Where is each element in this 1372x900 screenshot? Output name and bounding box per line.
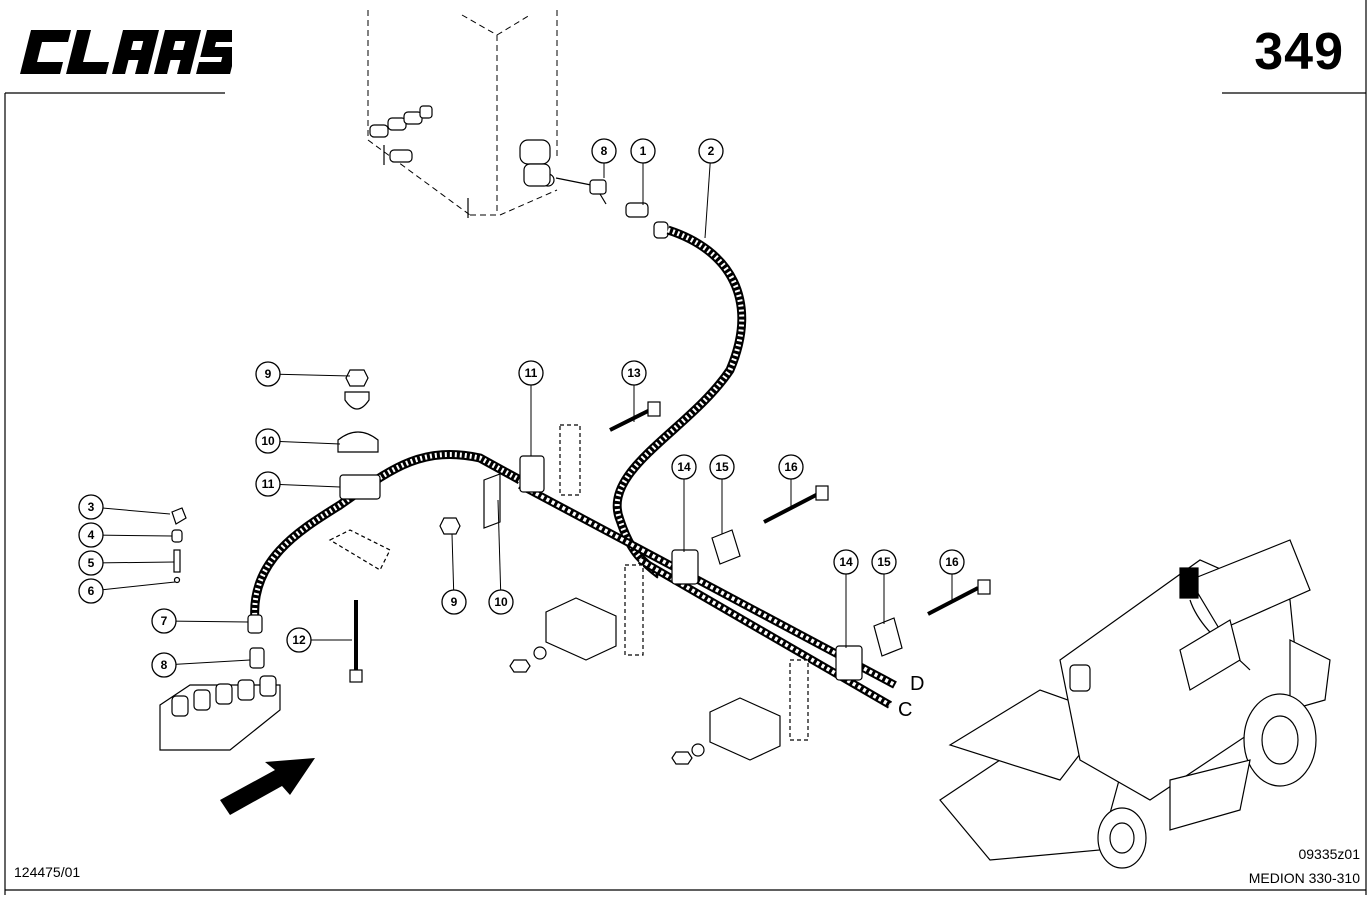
callout-16: 16 xyxy=(778,454,804,506)
combine-harvester-thumbnail xyxy=(939,539,1331,869)
valve-block xyxy=(159,614,281,751)
callout-1: 1 xyxy=(630,138,656,205)
callout-label: 10 xyxy=(494,595,508,609)
callout-circle xyxy=(286,627,312,653)
upper-fittings xyxy=(369,105,555,218)
callout-circle xyxy=(255,361,281,387)
callout-15: 15 xyxy=(871,549,897,624)
line-end-d-label: D xyxy=(910,673,924,695)
callout-label: 16 xyxy=(784,460,798,474)
callout-10: 10 xyxy=(255,428,341,454)
callout-circle xyxy=(939,549,965,575)
callout-circle xyxy=(671,454,697,480)
claas-logo xyxy=(20,30,232,74)
callout-circle xyxy=(441,589,467,615)
callout-11: 11 xyxy=(518,360,544,456)
callout-12: 12 xyxy=(286,627,352,653)
callout-circle xyxy=(871,549,897,575)
callout-11: 11 xyxy=(255,471,341,497)
callout-circle xyxy=(778,454,804,480)
callout-label: 13 xyxy=(627,366,641,380)
callout-leader-line xyxy=(90,581,176,592)
callout-leader-line xyxy=(90,534,173,537)
callout-leader-line xyxy=(267,373,351,377)
callout-label: 9 xyxy=(451,595,458,609)
top-fittings xyxy=(555,177,669,239)
callout-9: 9 xyxy=(255,361,351,387)
callout-10: 10 xyxy=(488,499,514,615)
callout-label: 9 xyxy=(265,367,272,381)
callout-circle xyxy=(255,428,281,454)
callout-circle xyxy=(591,138,617,164)
callout-circle xyxy=(630,138,656,164)
callout-circle xyxy=(151,652,177,678)
callout-label: 12 xyxy=(292,633,306,647)
callout-8: 8 xyxy=(591,138,617,178)
sheet-frame xyxy=(4,0,1367,895)
callout-label: 1 xyxy=(640,144,647,158)
model-name: MEDION 330-310 xyxy=(1248,870,1360,886)
callout-label: 8 xyxy=(601,144,608,158)
callout-circle xyxy=(78,494,104,520)
callout-leader-line xyxy=(163,659,251,666)
callout-14: 14 xyxy=(671,454,697,552)
callout-label: 14 xyxy=(677,460,691,474)
callout-4: 4 xyxy=(78,522,173,548)
callout-circle xyxy=(709,454,735,480)
callout-5: 5 xyxy=(78,550,175,576)
callout-label: 6 xyxy=(88,584,95,598)
callout-13: 13 xyxy=(621,360,647,422)
callout-circle xyxy=(151,608,177,634)
callout-label: 4 xyxy=(88,528,95,542)
drawing-number: 124475/01 xyxy=(14,864,81,880)
callout-label: 2 xyxy=(708,144,715,158)
callout-leader-line xyxy=(90,506,171,515)
callout-15: 15 xyxy=(709,454,735,534)
callout-16: 16 xyxy=(939,549,965,600)
figure-code: 09335z01 xyxy=(1298,846,1360,862)
callout-circle xyxy=(78,578,104,604)
callout-label: 14 xyxy=(839,555,853,569)
callout-label: 10 xyxy=(261,434,275,448)
callout-9: 9 xyxy=(441,533,467,615)
callout-label: 8 xyxy=(161,658,168,672)
callout-label: 15 xyxy=(715,460,729,474)
callout-circle xyxy=(255,471,281,497)
line-end-c-label: C xyxy=(898,699,912,721)
callout-leader-line xyxy=(163,620,249,623)
callout-7: 7 xyxy=(151,608,249,634)
callout-14: 14 xyxy=(833,549,859,648)
callout-circle xyxy=(833,549,859,575)
tank-outline xyxy=(367,10,558,216)
clamp-parts xyxy=(328,369,991,765)
callout-label: 5 xyxy=(88,556,95,570)
callout-leader-line xyxy=(90,561,175,564)
callout-2: 2 xyxy=(698,138,724,239)
direction-arrow xyxy=(220,758,315,815)
hose-7 xyxy=(250,450,523,621)
callout-label: 15 xyxy=(877,555,891,569)
page-number: 349 xyxy=(1254,23,1344,81)
callout-circle xyxy=(621,360,647,386)
callout-label: 11 xyxy=(262,477,275,491)
callout-label: 11 xyxy=(525,366,538,380)
callout-label: 3 xyxy=(88,500,95,514)
callout-circle xyxy=(488,589,514,615)
callout-leader-line xyxy=(497,499,502,603)
callout-6: 6 xyxy=(78,578,176,604)
callout-circle xyxy=(78,550,104,576)
callout-circle xyxy=(698,138,724,164)
callout-circle xyxy=(78,522,104,548)
callout-label: 16 xyxy=(945,555,959,569)
callout-label: 7 xyxy=(161,614,168,628)
small-parts xyxy=(171,507,187,584)
callout-circle xyxy=(518,360,544,386)
callout-3: 3 xyxy=(78,494,171,520)
callout-8: 8 xyxy=(151,652,251,678)
callout-leader-line xyxy=(704,150,712,239)
